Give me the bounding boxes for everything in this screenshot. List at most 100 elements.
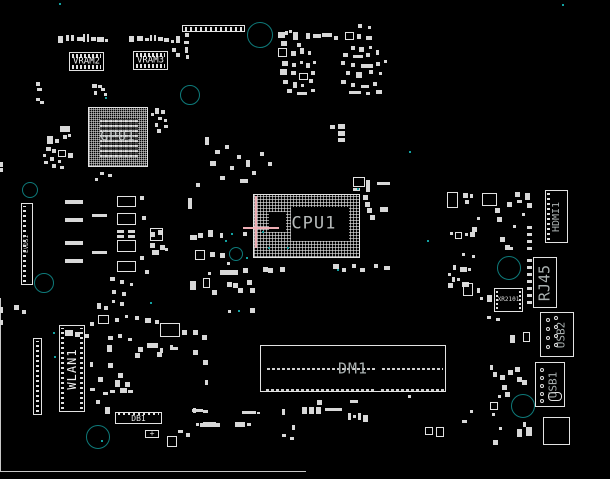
component-pad[interactable]	[128, 230, 135, 233]
component-pad[interactable]	[457, 278, 460, 281]
component-pad[interactable]	[527, 280, 532, 283]
component-pad[interactable]	[107, 345, 112, 352]
component-pad[interactable]	[527, 240, 532, 243]
component-pad[interactable]	[65, 259, 83, 263]
component-pad[interactable]	[240, 179, 248, 183]
component-pad[interactable]	[353, 55, 363, 58]
component-pad[interactable]	[190, 235, 197, 240]
component-pad[interactable]	[281, 41, 287, 46]
component-pad[interactable]	[98, 377, 103, 382]
component-pad[interactable]	[357, 34, 361, 39]
component-pad[interactable]	[448, 283, 453, 288]
component-pad[interactable]	[349, 91, 361, 94]
component-pad[interactable]	[96, 400, 100, 404]
component-pad[interactable]	[492, 413, 495, 416]
component-pad[interactable]	[193, 350, 198, 355]
component-pad[interactable]	[309, 79, 313, 83]
component-pad[interactable]	[517, 377, 522, 382]
component-pad[interactable]	[55, 139, 59, 143]
component-pad[interactable]	[527, 301, 532, 304]
component-pad[interactable]	[202, 335, 207, 340]
component-pad[interactable]	[468, 268, 471, 271]
component-pad[interactable]	[490, 365, 493, 370]
component-pad[interactable]	[22, 310, 26, 314]
component-outline[interactable]	[150, 228, 163, 241]
component-pad[interactable]	[523, 422, 526, 427]
component-pad[interactable]	[376, 90, 382, 94]
component-outline[interactable]	[117, 213, 136, 225]
component-pad[interactable]	[92, 251, 107, 254]
component-pad[interactable]	[108, 363, 113, 368]
component-pad[interactable]	[230, 166, 234, 170]
component-pad[interactable]	[356, 72, 362, 78]
component-pad[interactable]	[210, 252, 215, 257]
component-pad[interactable]	[90, 362, 93, 367]
component-pad[interactable]	[343, 53, 348, 57]
component-pad[interactable]	[487, 295, 492, 302]
mounting-hole[interactable]	[22, 182, 38, 198]
connector-top[interactable]	[182, 25, 245, 32]
component-pad[interactable]	[453, 265, 456, 270]
component-pad[interactable]	[525, 193, 530, 200]
component-pad[interactable]	[527, 233, 532, 236]
component-pad[interactable]	[311, 71, 315, 75]
mounting-hole[interactable]	[86, 425, 110, 449]
component-pad[interactable]	[250, 308, 255, 313]
component-pad[interactable]	[105, 39, 108, 42]
component-pad[interactable]	[280, 267, 285, 272]
component-pad[interactable]	[463, 193, 468, 198]
component-pad[interactable]	[348, 413, 351, 420]
component-outline[interactable]	[299, 73, 308, 80]
component-pad[interactable]	[465, 200, 469, 204]
component-pad[interactable]	[495, 208, 500, 213]
chip-cpu1[interactable]: CPU1	[253, 194, 360, 258]
component-pad[interactable]	[342, 268, 346, 272]
component-pad[interactable]	[105, 407, 110, 414]
component-pad[interactable]	[128, 390, 133, 393]
component-pad[interactable]	[98, 85, 102, 88]
component-pad[interactable]	[317, 400, 322, 405]
component-pad[interactable]	[196, 423, 199, 426]
component-pad[interactable]	[380, 207, 388, 212]
component-pad[interactable]	[145, 38, 149, 41]
component-pad[interactable]	[470, 194, 473, 198]
component-pad[interactable]	[493, 372, 497, 377]
component-pad[interactable]	[233, 283, 238, 288]
component-pad[interactable]	[352, 264, 356, 268]
component-pad[interactable]	[496, 318, 500, 321]
component-pad[interactable]	[477, 217, 480, 220]
component-pad[interactable]	[65, 218, 83, 222]
component-pad[interactable]	[353, 188, 360, 191]
component-pad[interactable]	[220, 270, 238, 275]
component-pad[interactable]	[100, 172, 104, 175]
memory-slot-dm1[interactable]: DM1	[260, 345, 446, 392]
component-pad[interactable]	[499, 427, 502, 430]
component-pad[interactable]	[50, 157, 54, 161]
component-pad[interactable]	[508, 370, 513, 375]
component-pad[interactable]	[346, 71, 350, 75]
component-pad[interactable]	[338, 124, 345, 129]
component-pad[interactable]	[115, 318, 119, 322]
component-pad[interactable]	[220, 253, 225, 258]
component-outline[interactable]	[278, 48, 287, 57]
component-outline[interactable]	[353, 177, 365, 187]
component-pad[interactable]	[242, 411, 256, 414]
component-pad[interactable]	[190, 281, 196, 290]
component-pad[interactable]	[125, 382, 130, 387]
component-pad[interactable]	[120, 388, 127, 393]
component-pad[interactable]	[316, 407, 321, 414]
component-pad[interactable]	[130, 283, 133, 286]
component-pad[interactable]	[515, 367, 520, 372]
component-pad[interactable]	[527, 287, 532, 290]
component-pad[interactable]	[376, 50, 379, 55]
component-pad[interactable]	[155, 320, 159, 324]
component-pad[interactable]	[505, 392, 510, 397]
component-pad[interactable]	[135, 353, 140, 358]
component-pad[interactable]	[507, 202, 512, 207]
component-pad[interactable]	[498, 395, 501, 398]
component-pad[interactable]	[260, 152, 264, 156]
component-pad[interactable]	[282, 61, 288, 66]
component-outline[interactable]	[523, 332, 530, 342]
component-pad[interactable]	[52, 164, 56, 168]
